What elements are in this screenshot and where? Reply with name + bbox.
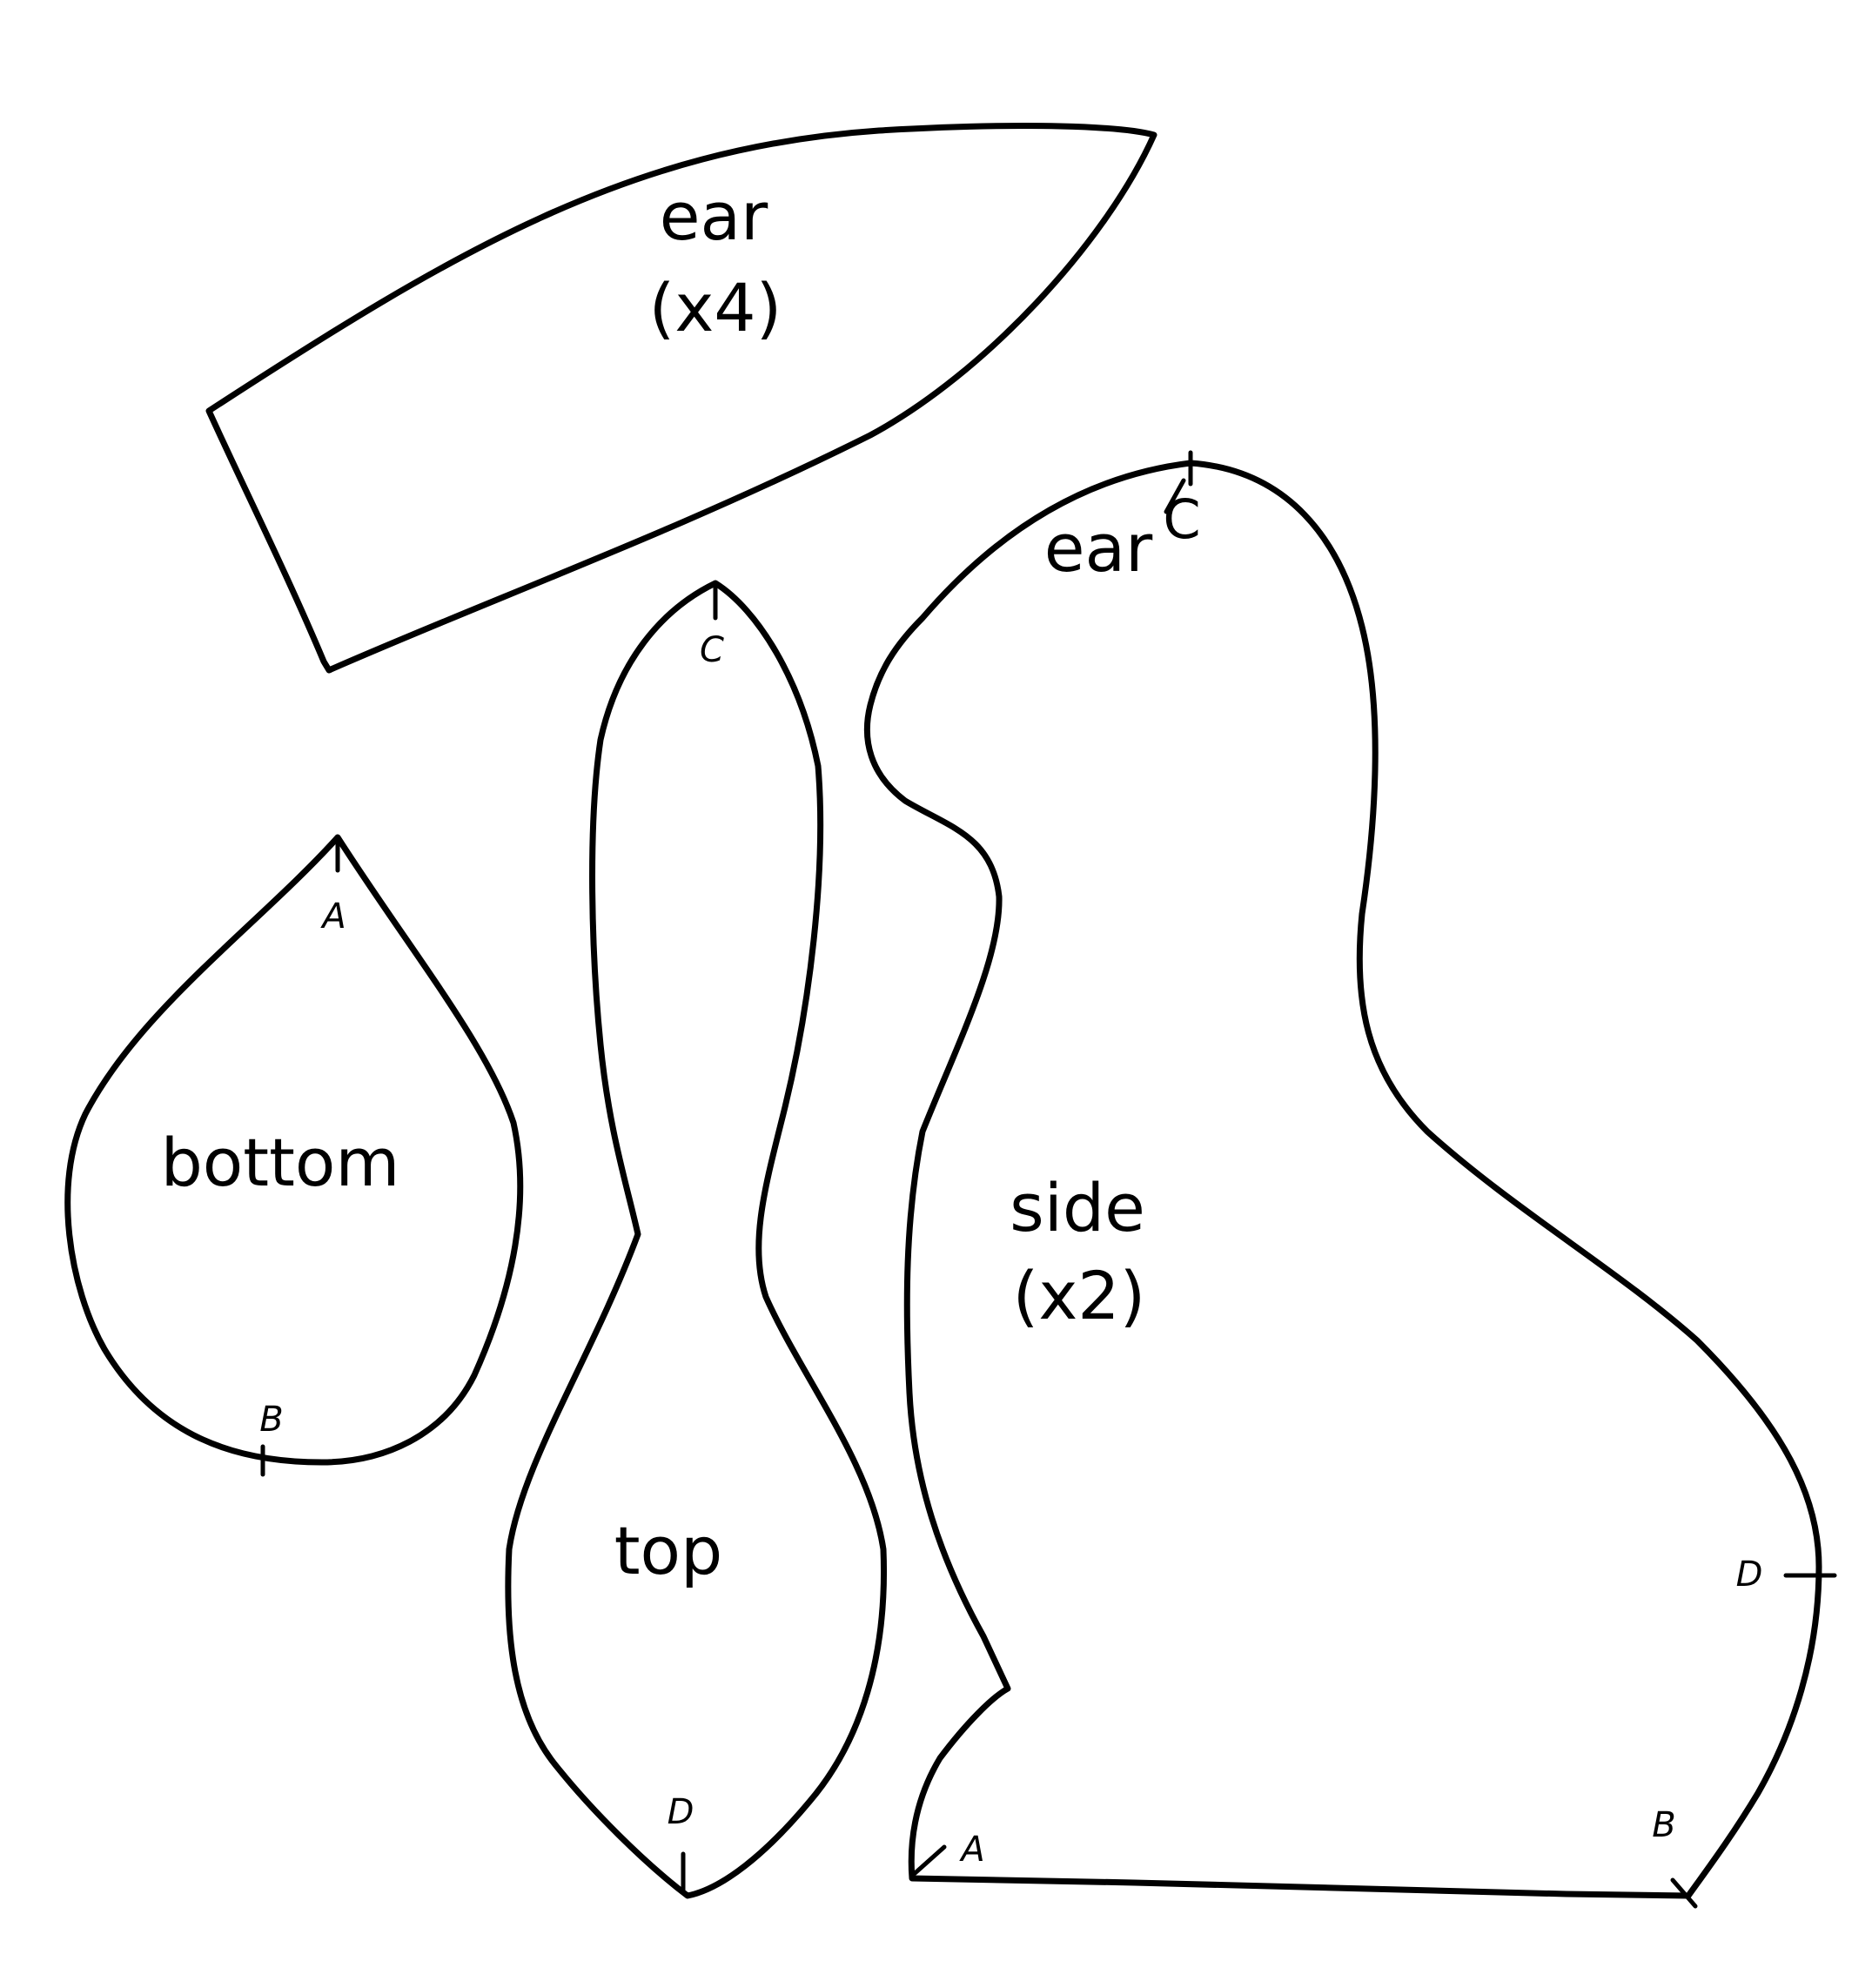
side-notch-b	[1670, 1877, 1698, 1909]
side-mark-d: D	[1736, 1555, 1763, 1595]
top-mark-d: D	[668, 1792, 694, 1832]
side-count-label: (x2)	[1013, 1257, 1146, 1334]
top-piece: C D top	[505, 580, 888, 1899]
side-notch-a	[909, 1844, 947, 1878]
side-mark-c: C	[1163, 487, 1200, 551]
ear-count-label: (x4)	[649, 269, 782, 346]
top-outline	[505, 580, 888, 1899]
bottom-mark-a: A	[319, 897, 346, 937]
bottom-name-label: bottom	[161, 1124, 400, 1201]
ear-name-label: ear	[660, 178, 768, 255]
bottom-piece: A B bottom	[64, 834, 524, 1477]
ear-outline	[205, 123, 1157, 674]
ear-piece: ear (x4)	[205, 123, 1157, 674]
side-ear-arrow	[1164, 478, 1186, 514]
side-outline	[863, 460, 1822, 1899]
bottom-mark-b: B	[259, 1400, 283, 1440]
side-name-label: side	[1010, 1169, 1145, 1246]
side-mark-a: A	[958, 1830, 984, 1870]
side-piece: ear C D A B side (x2)	[863, 450, 1837, 1909]
side-mark-b: B	[1652, 1805, 1675, 1845]
bottom-outline	[64, 834, 524, 1466]
top-name-label: top	[614, 1512, 723, 1589]
side-ear-note: ear	[1044, 509, 1153, 587]
top-mark-c: C	[700, 630, 724, 670]
